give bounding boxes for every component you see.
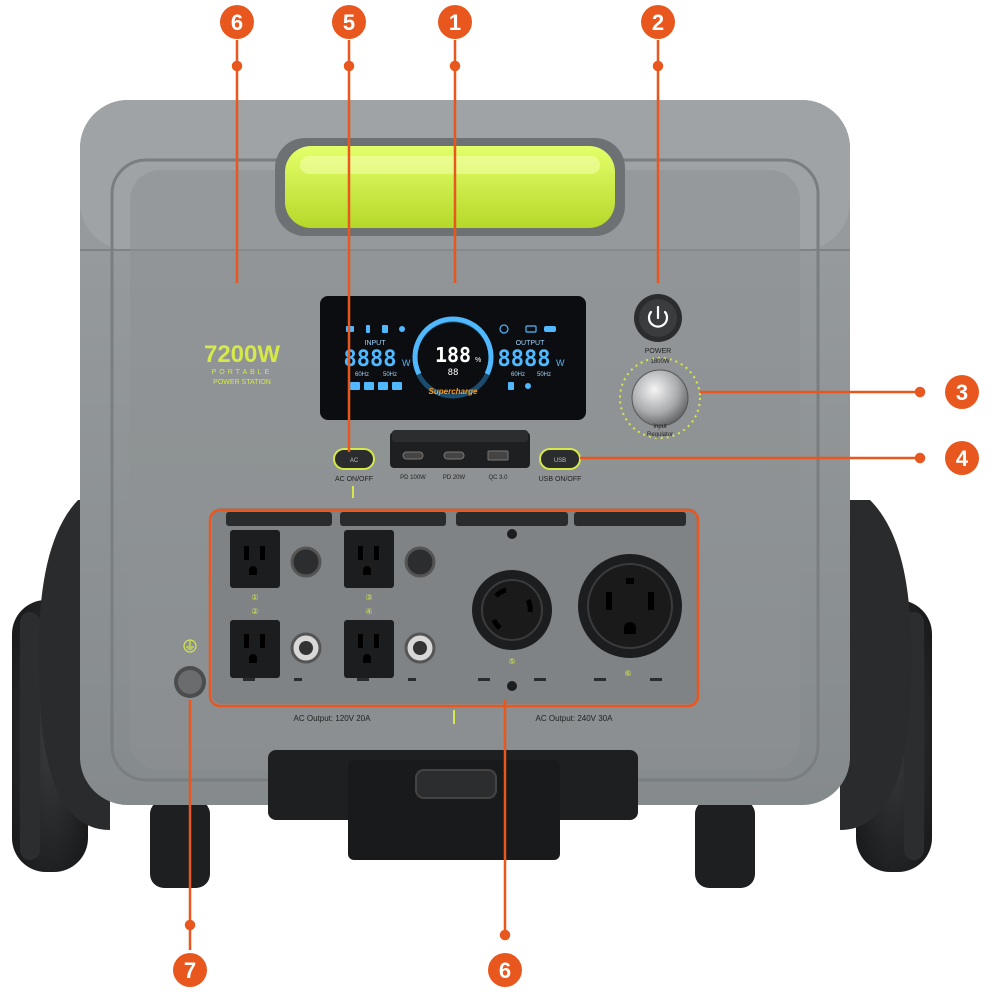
outlet-240v-twistlock[interactable] xyxy=(456,512,568,691)
outlet-number-6: ⑥ xyxy=(624,669,631,678)
callout-badge-6-bottom: 6 xyxy=(488,953,522,987)
outlet-number-4: ④ xyxy=(365,607,372,616)
svg-text:4: 4 xyxy=(956,446,969,471)
lcd-input-label: INPUT xyxy=(365,340,387,347)
lcd-time-value: 88 xyxy=(448,368,459,378)
ac-outlet-panel xyxy=(212,508,698,704)
outlet-number-1: ① xyxy=(251,593,258,602)
usb-switch-text: USB xyxy=(554,458,566,464)
lcd-output-label: OUTPUT xyxy=(516,340,546,347)
power-icon xyxy=(647,305,669,328)
lcd-percent: 188 xyxy=(435,343,471,367)
lcd-input-unit: W xyxy=(402,358,411,368)
ac-switch-text: AC xyxy=(350,458,359,464)
callout-badge-7: 7 xyxy=(173,953,207,987)
callout-lines xyxy=(184,40,926,950)
outlet-120v-2[interactable] xyxy=(230,620,322,678)
outlet-120v-1[interactable] xyxy=(226,512,332,588)
qc-label: QC 3.0 xyxy=(488,475,508,481)
ac-on-off-switch[interactable]: AC xyxy=(333,448,375,470)
power-label: POWER xyxy=(645,348,671,355)
ac120-output-label: AC Output: 120V 20A xyxy=(294,714,372,723)
right-foot xyxy=(695,800,755,888)
usb-port-cover xyxy=(392,430,528,442)
lcd-percent-unit: % xyxy=(475,357,481,364)
svg-text:6: 6 xyxy=(231,10,243,35)
svg-text:6: 6 xyxy=(499,958,511,983)
usb-on-off-switch[interactable]: USB xyxy=(539,448,581,470)
lcd-output-freq-a: 60Hz xyxy=(511,372,525,378)
power-button[interactable] xyxy=(634,294,682,342)
outlet-240v-30a[interactable] xyxy=(574,512,686,658)
lcd-input-freq-b: 50Hz xyxy=(383,372,397,378)
ac-switch-label: AC ON/OFF xyxy=(335,476,373,483)
usb-a-qc-port[interactable] xyxy=(487,450,509,461)
outlet-number-5: ⑤ xyxy=(508,657,515,666)
pd100-label: PD 100W xyxy=(400,475,426,481)
usb-c-pd20-port[interactable] xyxy=(443,451,465,460)
svg-text:7: 7 xyxy=(184,958,196,983)
lcd-output-freq-b: 50Hz xyxy=(537,372,551,378)
outlet-number-2: ② xyxy=(251,607,258,616)
callout-badge-5: 5 xyxy=(332,5,366,39)
ac240-output-label: AC Output: 240V 30A xyxy=(536,714,614,723)
regulator-label-2: Regulator xyxy=(647,432,673,438)
bottom-tray-handle[interactable] xyxy=(415,769,497,799)
usb-switch-label: USB ON/OFF xyxy=(539,476,582,483)
handle-highlight xyxy=(300,156,600,174)
usb-c-pd100-port[interactable] xyxy=(402,451,424,460)
right-side-bumper xyxy=(840,500,912,830)
input-regulator-knob[interactable] xyxy=(619,357,701,439)
lcd-supercharge: Supercharge xyxy=(429,387,478,396)
svg-text:2: 2 xyxy=(652,10,664,35)
brand-line1: PORTABLE xyxy=(212,369,273,376)
outlet-number-3: ③ xyxy=(365,593,372,602)
brand-line2: POWER STATION xyxy=(213,379,271,386)
ground-icon xyxy=(183,639,197,653)
svg-text:3: 3 xyxy=(956,380,968,405)
callout-badge-4: 4 xyxy=(945,441,979,475)
outlet-indicator-bars xyxy=(243,678,662,681)
regulator-label-1: Input xyxy=(653,424,667,430)
bottom-tray-center xyxy=(348,760,560,860)
brand-model: 7200W xyxy=(204,341,280,368)
ground-terminal[interactable] xyxy=(174,666,206,698)
callout-badge-2: 2 xyxy=(641,5,675,39)
lcd-input-value: 8888 xyxy=(344,347,397,372)
svg-text:1: 1 xyxy=(449,10,461,35)
callout-badge-1: 1 xyxy=(438,5,472,39)
left-foot xyxy=(150,800,210,888)
lcd-output-value: 8888 xyxy=(498,347,551,372)
lcd-input-freq-a: 60Hz xyxy=(355,372,369,378)
outlet-120v-3[interactable] xyxy=(340,512,446,588)
svg-text:5: 5 xyxy=(343,10,355,35)
callout-badge-6-top: 6 xyxy=(220,5,254,39)
lcd-output-unit: W xyxy=(556,358,565,368)
pd20-label: PD 20W xyxy=(443,475,466,481)
regulator-top-label: 1800W xyxy=(650,359,669,365)
lcd-battery-arc xyxy=(412,316,494,376)
callout-badge-3: 3 xyxy=(945,375,979,409)
outlet-120v-4[interactable] xyxy=(344,620,436,678)
